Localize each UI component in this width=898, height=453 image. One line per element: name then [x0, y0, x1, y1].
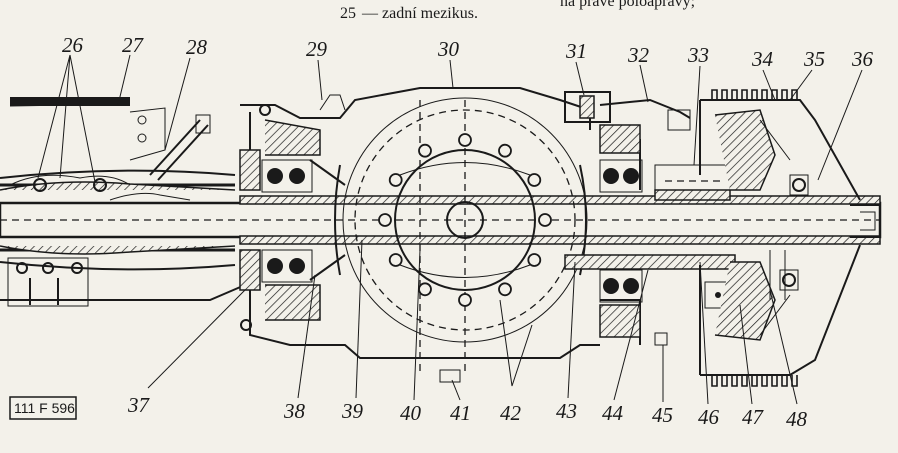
callout-33: 33 [687, 43, 709, 67]
left-bearing-housing [239, 87, 600, 359]
cooling-fin [791, 89, 798, 100]
callout-32: 32 [627, 43, 650, 67]
caption-item-number: 25 [340, 5, 356, 22]
right-gear-housing [439, 91, 881, 383]
caption-line-fragment: na pravé poloápravy; [560, 0, 695, 10]
callout-45: 45 [652, 403, 673, 427]
bolt-hole [498, 282, 512, 297]
callout-36: 36 [851, 47, 874, 71]
callout-41: 41 [450, 401, 471, 425]
bolt-hole [538, 213, 552, 227]
bolt-hole [498, 143, 512, 158]
callout-37: 37 [127, 393, 151, 417]
callout-38: 38 [283, 399, 306, 423]
cooling-fin [781, 89, 788, 100]
cooling-fin [771, 89, 778, 100]
differential-crown-wheel [334, 97, 588, 375]
bolt-hole [388, 173, 403, 187]
bolt-hole [458, 293, 472, 307]
crown-wheel-bolts [378, 133, 552, 307]
callout-30: 30 [437, 37, 460, 61]
cooling-fin [731, 375, 738, 387]
cooling-fin [741, 89, 748, 100]
callout-31: 31 [565, 39, 587, 63]
bolt-hole [418, 282, 432, 297]
callout-labels: 26 27 28 29 30 31 32 33 34 35 36 37 38 3… [62, 33, 874, 431]
cooling-fins-top [711, 89, 798, 100]
callout-28: 28 [186, 35, 208, 59]
cooling-fin [751, 375, 758, 387]
cooling-fin [711, 375, 718, 387]
bolt-hole [378, 213, 392, 227]
callout-35: 35 [803, 47, 825, 71]
callout-44: 44 [602, 401, 624, 425]
cooling-fin [721, 375, 728, 387]
axle-shaft [0, 195, 882, 245]
callout-34: 34 [751, 47, 774, 71]
cooling-fin [761, 375, 768, 387]
bolt-hole [527, 253, 542, 267]
bolt-hole [527, 173, 542, 187]
figure-code-box: 111 F 596 [9, 396, 77, 420]
cooling-fin [781, 375, 788, 387]
callout-48: 48 [786, 407, 808, 431]
bolt-hole [458, 133, 472, 147]
cooling-fin [761, 89, 768, 100]
caption-item-text: — zadní mezikus. [361, 5, 478, 22]
bolt-hole [418, 143, 432, 158]
cooling-fin [741, 375, 748, 387]
left-axle-tube [0, 97, 246, 307]
callout-29: 29 [306, 37, 328, 61]
callout-39: 39 [341, 399, 364, 423]
leader-lines [37, 54, 863, 405]
cooling-fin [721, 89, 728, 100]
callout-43: 43 [556, 399, 577, 423]
callout-40: 40 [400, 401, 422, 425]
callout-46: 46 [698, 405, 720, 429]
cooling-fin [711, 89, 718, 100]
callout-42: 42 [500, 401, 522, 425]
cooling-fin [771, 375, 778, 387]
bolt-hole [388, 253, 403, 267]
figure-code: 111 F 596 [14, 400, 75, 416]
cooling-fin [731, 89, 738, 100]
cooling-fin [751, 89, 758, 100]
callout-47: 47 [742, 405, 765, 429]
cooling-fins-bottom [711, 375, 798, 387]
callout-26: 26 [62, 33, 84, 57]
cooling-fin [791, 375, 798, 387]
callout-27: 27 [122, 33, 145, 57]
